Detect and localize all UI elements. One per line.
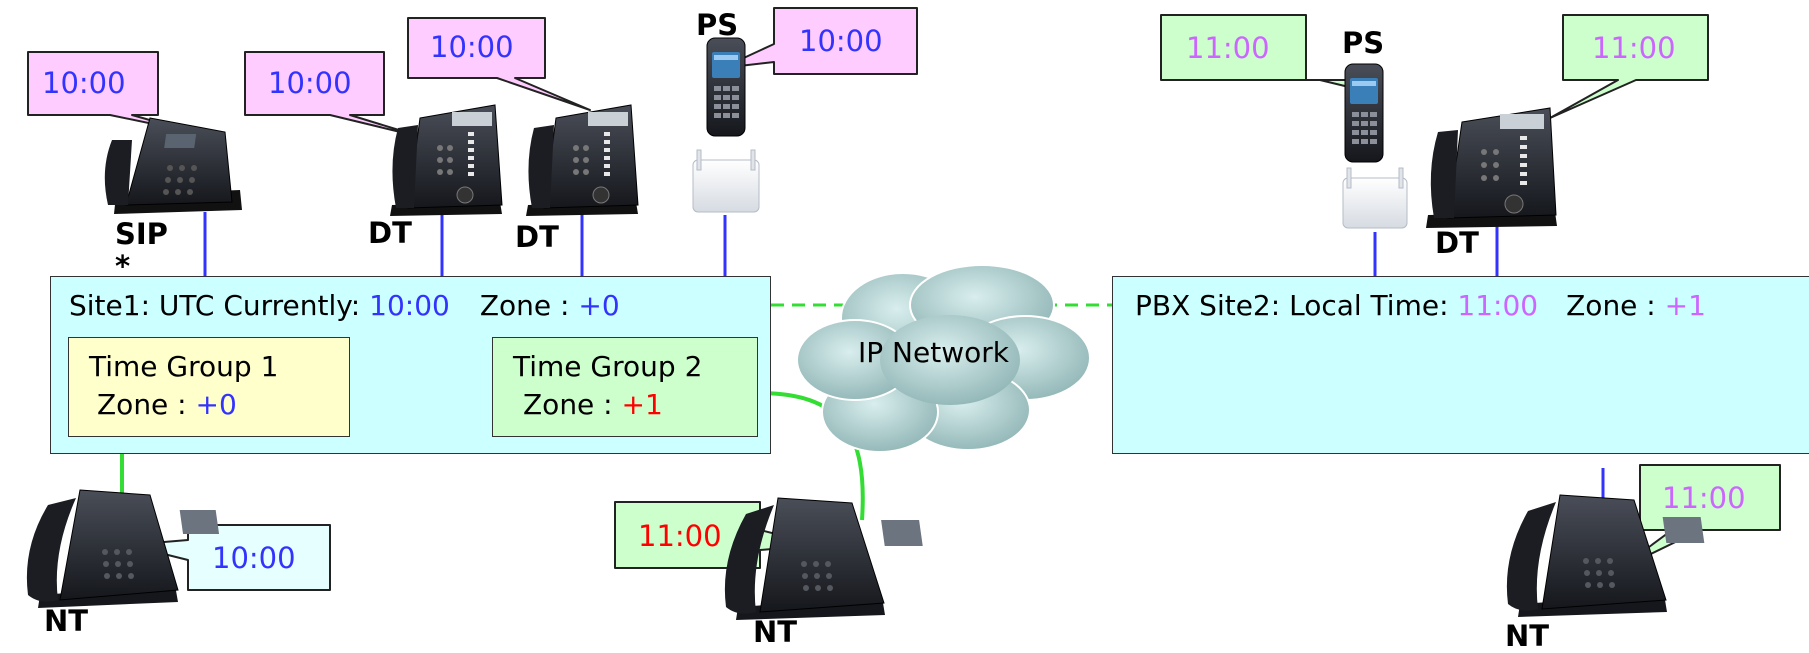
site1-title: Site1: UTC Currently: 10:00 Zone : +0 (69, 289, 620, 322)
site2-title-prefix: PBX Site2: Local Time: (1135, 289, 1458, 322)
dt3-phone-icon (1426, 107, 1557, 228)
time-group-2-zone-value: +1 (621, 388, 663, 421)
ps2-bubble-time: 11:00 (1186, 31, 1270, 65)
time-group-2-title: Time Group 2 (513, 350, 703, 383)
time-group-1-zone-value: +0 (195, 388, 237, 421)
dt1-bubble-shape (244, 51, 426, 139)
nt1-bubble-time: 10:00 (212, 541, 296, 575)
dt2-bubble-shape (407, 17, 591, 111)
ip-network-cloud (796, 264, 1091, 453)
nt3-bubble-time: 11:00 (1662, 481, 1746, 515)
nt3-label: NT (1505, 619, 1550, 653)
dt2-phone-icon (526, 104, 639, 216)
nt3-phone-icon (1506, 494, 1705, 617)
dt1-label: DT (368, 216, 412, 250)
sip-phone-icon (104, 117, 242, 214)
dt2-label: DT (515, 220, 559, 254)
site1-time: 10:00 (369, 289, 450, 322)
nt1-bubble-shape (127, 524, 331, 591)
ps1-handset-icon (706, 37, 746, 137)
dt2-bubble-time: 10:00 (430, 30, 514, 64)
nt1-label: NT (44, 604, 89, 638)
dt3-label: DT (1435, 226, 1479, 260)
sip-bubble-time: 10:00 (42, 66, 126, 100)
dt3-bubble-shape (1549, 14, 1709, 119)
ip-network-label: IP Network (858, 336, 1009, 369)
nt2-bubble-time: 11:00 (638, 519, 722, 553)
time-group-2-zone-label: Zone : (523, 388, 622, 421)
sip-label: SIP * (115, 217, 168, 283)
nt2-phone-icon (724, 497, 923, 620)
site2-box: PBX Site2: Local Time: 11:00 Zone : +1 (1112, 276, 1809, 454)
nt1-phone-icon (26, 489, 220, 608)
time-group-1-title: Time Group 1 (89, 350, 279, 383)
site2-title: PBX Site2: Local Time: 11:00 Zone : +1 (1135, 289, 1706, 322)
site2-zone-value: +1 (1664, 289, 1706, 322)
ps2-handset-icon (1344, 63, 1384, 163)
site2-zone-label: Zone : (1566, 289, 1665, 322)
ps1-bubble-time: 10:00 (799, 24, 883, 58)
dt3-bubble-time: 11:00 (1592, 31, 1676, 65)
ps2-label: PS (1342, 26, 1385, 60)
dt1-phone-icon (390, 104, 503, 216)
dt1-bubble-time: 10:00 (268, 66, 352, 100)
site1-zone-label: Zone : (479, 289, 579, 322)
time-group-1-zone-label: Zone : (97, 388, 196, 421)
time-group-2-box: Time Group 2 Zone : +1 (492, 337, 758, 437)
site1-zone-value: +0 (578, 289, 620, 322)
site1-title-prefix: Site1: UTC Currently: (69, 289, 370, 322)
ps1-base-station-icon (692, 149, 760, 213)
ps2-base-station-icon (1342, 167, 1408, 229)
time-group-1-box: Time Group 1 Zone : +0 (68, 337, 350, 437)
ps1-label: PS (696, 8, 739, 42)
site2-time: 11:00 (1457, 289, 1539, 322)
ps1-bubble-shape (721, 7, 918, 75)
nt2-label: NT (753, 615, 798, 649)
